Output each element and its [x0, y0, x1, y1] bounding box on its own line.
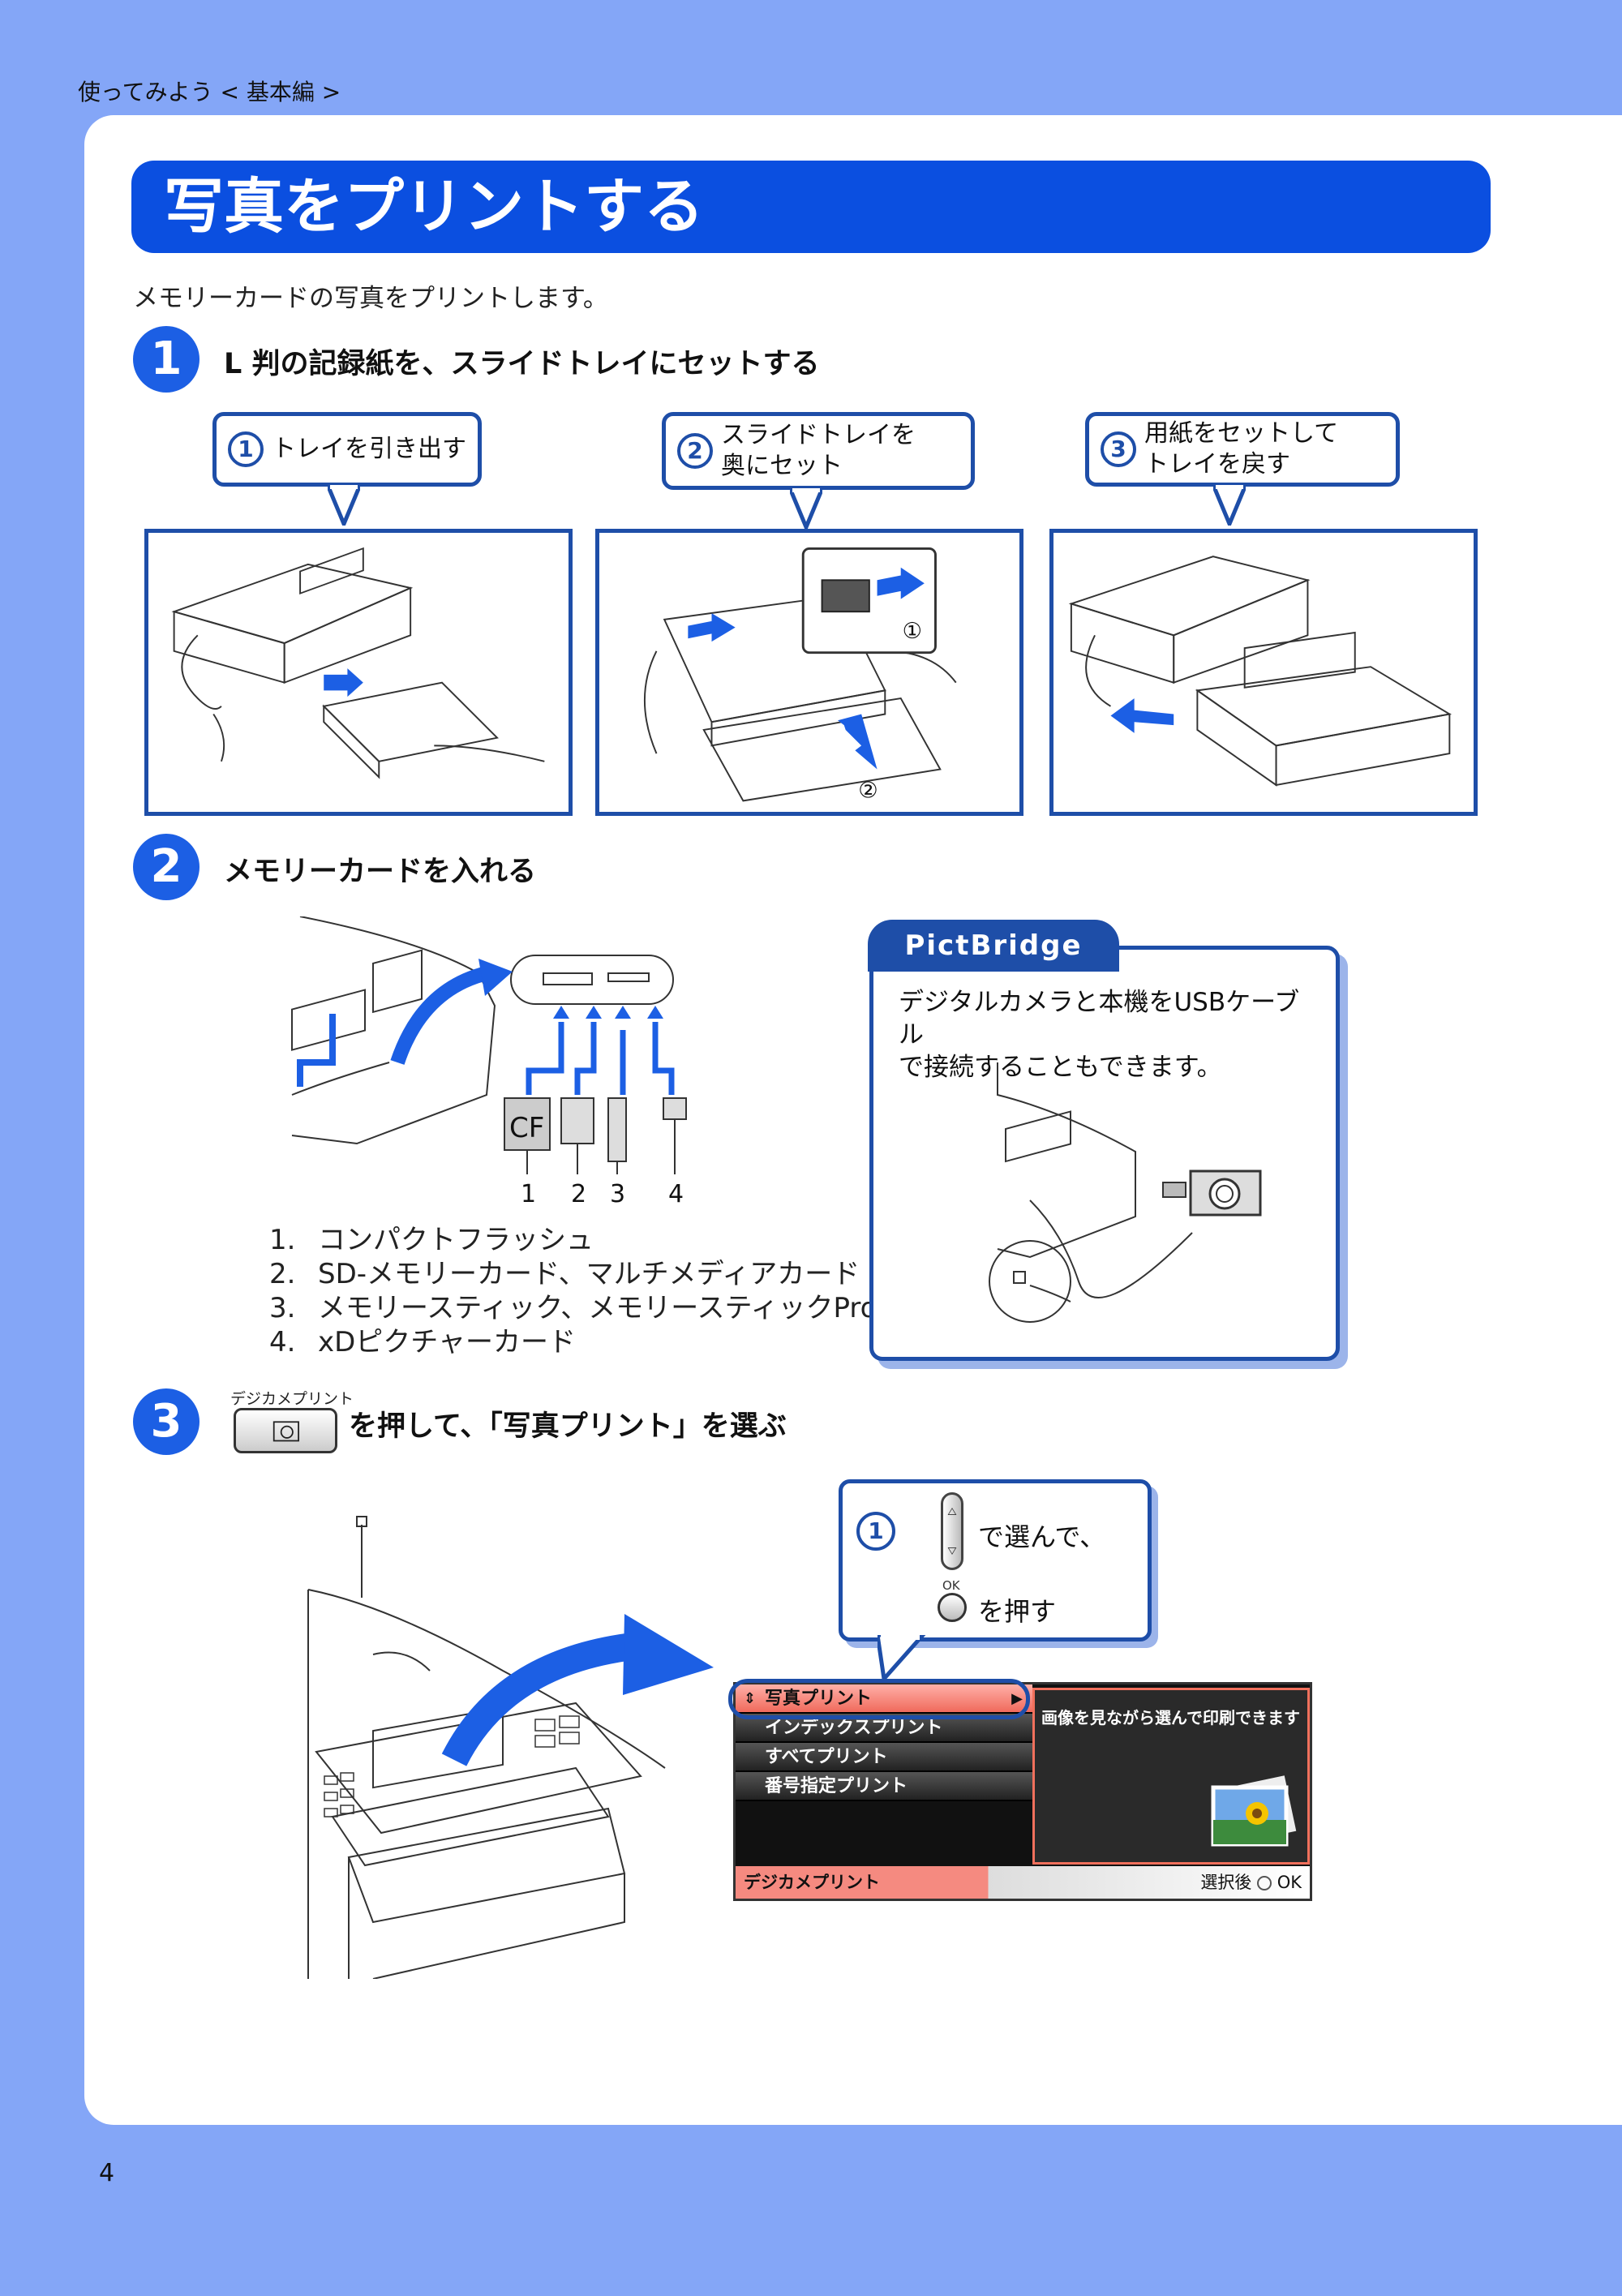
pictbridge-text-line1: デジタルカメラと本機をUSBケーブル — [899, 988, 1300, 1049]
callout-tail — [1213, 485, 1246, 526]
arrow-icon — [877, 567, 925, 599]
callout-tail — [790, 488, 822, 529]
lcd-footer: デジカメプリント 選択後 OK — [736, 1866, 1310, 1899]
label-circled-2: ② — [858, 779, 878, 804]
instruction-callout — [839, 1479, 1152, 1642]
list-number: 1. — [269, 1224, 296, 1256]
list-text: メモリースティック、メモリースティックPro — [318, 1292, 878, 1324]
list-item: 4. xDピクチャーカード — [269, 1325, 877, 1359]
arrow-icon — [688, 613, 736, 642]
usb-icon — [1162, 1182, 1186, 1198]
callout-text: トレイを引き出す — [272, 435, 466, 463]
list-item: 1. コンパクトフラッシュ — [269, 1223, 877, 1257]
label-circled-1: ① — [903, 619, 922, 644]
ok-icon — [1257, 1876, 1272, 1890]
arrow-icon — [441, 1633, 635, 1766]
list-item: 2. SD-メモリーカード、マルチメディアカード — [269, 1257, 877, 1291]
arrow-icon — [1110, 698, 1174, 733]
scroll-key-icon — [941, 1492, 963, 1570]
slot-label: 1 — [521, 1180, 536, 1208]
callout-slide-tray: 2 スライドトレイを奥にセット — [662, 412, 975, 490]
ok-key-label: OK — [942, 1578, 960, 1593]
xd-card-icon — [663, 1097, 687, 1120]
callout-text-line2: 奥にセット — [721, 452, 843, 480]
callout-text-line1: スライドトレイを — [721, 421, 916, 449]
slot-arrows — [526, 1022, 675, 1095]
pictbridge-text-line2: で接続することもできます。 — [899, 1053, 1222, 1082]
callout-pull-tray: 1 トレイを引き出す — [212, 412, 482, 487]
lcd-footer-mode: デジカメプリント — [744, 1873, 880, 1892]
callout-set-paper: 3 用紙をセットしてトレイを戻す — [1085, 412, 1400, 487]
instruction-number: 1 — [856, 1512, 895, 1551]
lcd-description-panel: 画像を見ながら選んで印刷できます — [1032, 1688, 1310, 1865]
callout-number: 2 — [677, 433, 713, 469]
list-text: コンパクトフラッシュ — [318, 1224, 594, 1256]
lcd-footer-ok: OK — [1277, 1873, 1302, 1892]
callout-text-line2: トレイを戻す — [1144, 450, 1290, 479]
arrow-icon — [837, 714, 878, 770]
list-number: 2. — [269, 1258, 296, 1290]
list-text: SD-メモリーカード、マルチメディアカード — [318, 1258, 860, 1290]
callout-text-line1: 用紙をセットして — [1144, 419, 1339, 448]
digicam-print-button[interactable] — [234, 1408, 337, 1453]
sd-card-icon — [560, 1097, 594, 1144]
lcd-footer-hint: 選択後 OK — [1200, 1866, 1302, 1899]
callout-number: 3 — [1101, 431, 1136, 467]
callout-tail — [328, 485, 360, 526]
printer-illustration — [171, 547, 545, 779]
callout-tail — [878, 1635, 926, 1680]
illustration-set-paper — [1049, 529, 1478, 816]
camera-icon — [272, 1421, 299, 1442]
lcd-menu-item-all-print[interactable]: すべてプリント — [736, 1743, 1032, 1772]
slot-label: 2 — [571, 1180, 586, 1208]
lcd-footer-hint-text: 選択後 — [1200, 1873, 1252, 1892]
step-1-title: L 判の記録紙を、スライドトレイにセットする — [224, 348, 820, 380]
cf-label: CF — [509, 1112, 544, 1144]
lcd-description: 画像を見ながら選んで印刷できます — [1041, 1708, 1300, 1727]
lcd-menu-item-number-print[interactable]: 番号指定プリント — [736, 1772, 1032, 1801]
up-down-icon — [947, 1507, 957, 1556]
ok-key-icon — [938, 1593, 967, 1622]
breadcrumb: 使ってみよう < 基本編 > — [78, 79, 341, 105]
page-number: 4 — [99, 2159, 115, 2187]
instruction-line2: を押す — [978, 1596, 1057, 1627]
arrow-icon — [390, 966, 489, 1065]
memory-card-list: 1. コンパクトフラッシュ 2. SD-メモリーカード、マルチメディアカード 3. メ… — [269, 1223, 877, 1359]
list-item: 3. メモリースティック、メモリースティックPro — [269, 1291, 877, 1325]
printer-panel-illustration — [307, 1516, 714, 1979]
arrow-head — [478, 959, 513, 996]
step-2-title: メモリーカードを入れる — [224, 856, 537, 888]
cf-card-icon — [504, 1097, 551, 1151]
selection-highlight — [728, 1679, 1030, 1719]
arrow-head — [623, 1614, 714, 1695]
slot-label: 4 — [668, 1180, 684, 1208]
digicam-button-label: デジカメプリント — [230, 1390, 354, 1408]
illustration-pull-tray — [144, 529, 573, 816]
printer-illustration — [1068, 556, 1453, 787]
memory-stick-icon — [607, 1097, 627, 1162]
step-1-number: 1 — [133, 326, 200, 393]
slot-label: 3 — [610, 1180, 625, 1208]
step-3-title: を押して、「写真プリント」を選ぶ — [349, 1410, 787, 1443]
photo-icon — [1211, 1775, 1297, 1847]
list-text: xDピクチャーカード — [318, 1326, 576, 1358]
lcd-menu-label: 写真プリント — [765, 1689, 873, 1709]
instruction-line1: で選んで、 — [978, 1521, 1106, 1552]
page-title: 写真をプリントする — [131, 161, 1491, 253]
tray-illustration: ① ② — [643, 547, 957, 804]
list-number: 3. — [269, 1292, 296, 1324]
step-3-number: 3 — [133, 1388, 200, 1455]
pictbridge-tab: PictBridge — [868, 920, 1119, 972]
usb-camera-illustration — [989, 1062, 1262, 1323]
illustration-slide-tray: ① ② — [595, 529, 1023, 816]
list-number: 4. — [269, 1326, 296, 1358]
step-2-number: 2 — [133, 834, 200, 900]
callout-number: 1 — [228, 431, 264, 467]
memory-card-slot-illustration: CF 1 2 3 4 — [291, 916, 687, 1208]
lead-text: メモリーカードの写真をプリントします。 — [133, 284, 608, 313]
arrow-icon — [324, 668, 363, 697]
pictbridge-text: デジタルカメラと本機をUSBケーブル で接続することもできます。 — [899, 986, 1320, 1084]
